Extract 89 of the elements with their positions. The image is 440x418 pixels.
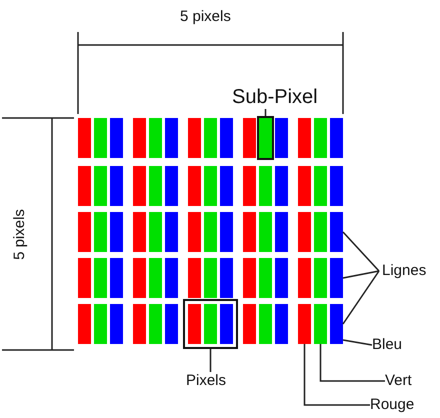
sub-pixel <box>330 212 343 252</box>
sub-pixel <box>275 258 288 298</box>
callout-label: Sub-Pixel <box>232 86 318 109</box>
leader-line <box>342 339 372 346</box>
sub-pixel <box>133 304 146 344</box>
callout-label: Lignes <box>382 262 426 280</box>
dimension-label: 5 pixels <box>180 8 231 25</box>
sub-pixel <box>259 304 272 344</box>
sub-pixel <box>94 118 107 158</box>
sub-pixel <box>330 118 343 158</box>
sub-pixel <box>133 212 146 252</box>
sub-pixel <box>275 212 288 252</box>
sub-pixel <box>110 166 123 206</box>
sub-pixel <box>78 118 91 158</box>
sub-pixel <box>298 118 311 158</box>
leader-line <box>304 344 370 406</box>
sub-pixel <box>298 258 311 298</box>
sub-pixel <box>204 118 217 158</box>
leader-line <box>342 232 380 272</box>
sub-pixel <box>298 304 311 344</box>
sub-pixel <box>330 258 343 298</box>
sub-pixel <box>330 304 343 344</box>
sub-pixel <box>259 258 272 298</box>
callout-label: Pixels <box>186 372 226 390</box>
leader-line <box>210 349 212 372</box>
sub-pixel <box>204 258 217 298</box>
sub-pixel <box>165 258 178 298</box>
sub-pixel <box>243 258 256 298</box>
sub-pixel <box>94 304 107 344</box>
sub-pixel <box>314 304 327 344</box>
sub-pixel <box>314 166 327 206</box>
pixel-frame <box>183 299 238 349</box>
sub-pixel <box>220 118 233 158</box>
sub-pixel <box>165 118 178 158</box>
leader-line <box>320 344 385 382</box>
sub-pixel <box>243 118 256 158</box>
sub-pixel <box>165 212 178 252</box>
callout-label: Vert <box>385 372 412 390</box>
sub-pixel <box>298 212 311 252</box>
sub-pixel <box>94 258 107 298</box>
sub-pixel <box>314 118 327 158</box>
sub-pixel <box>204 212 217 252</box>
sub-pixel <box>78 258 91 298</box>
sub-pixel <box>94 212 107 252</box>
sub-pixel <box>149 118 162 158</box>
sub-pixel <box>188 166 201 206</box>
sub-pixel <box>149 258 162 298</box>
leader-line <box>342 270 380 279</box>
sub-pixel <box>275 118 288 158</box>
sub-pixel <box>133 118 146 158</box>
sub-pixel <box>243 166 256 206</box>
sub-pixel <box>94 166 107 206</box>
sub-pixel <box>220 166 233 206</box>
sub-pixel <box>149 212 162 252</box>
sub-pixel <box>110 304 123 344</box>
sub-pixel <box>314 212 327 252</box>
sub-pixel <box>133 258 146 298</box>
sub-pixel <box>110 258 123 298</box>
sub-pixel <box>165 166 178 206</box>
sub-pixel <box>188 212 201 252</box>
callout-label: Rouge <box>370 396 414 414</box>
sub-pixel <box>165 304 178 344</box>
sub-pixel <box>149 304 162 344</box>
sub-pixel <box>243 212 256 252</box>
sub-pixel <box>204 166 217 206</box>
sub-pixel <box>110 118 123 158</box>
sub-pixel <box>149 166 162 206</box>
sub-pixel <box>259 212 272 252</box>
sub-pixel <box>78 304 91 344</box>
sub-pixel <box>259 166 272 206</box>
sub-pixel <box>78 166 91 206</box>
sub-pixel <box>298 166 311 206</box>
callout-label: Bleu <box>372 336 402 354</box>
sub-pixel <box>314 258 327 298</box>
sub-pixel <box>275 304 288 344</box>
sub-pixel <box>330 166 343 206</box>
sub-pixel <box>188 258 201 298</box>
sub-pixel <box>275 166 288 206</box>
leader-line <box>264 109 266 116</box>
sub-pixel <box>188 118 201 158</box>
sub-pixel <box>220 258 233 298</box>
leader-line <box>342 270 380 324</box>
sub-pixel <box>78 212 91 252</box>
sub-pixel <box>133 166 146 206</box>
sub-pixel <box>110 212 123 252</box>
sub-pixel <box>220 212 233 252</box>
dimension-label: 5 pixels <box>10 209 28 260</box>
sub-pixel <box>243 304 256 344</box>
sub-pixel <box>257 116 274 160</box>
